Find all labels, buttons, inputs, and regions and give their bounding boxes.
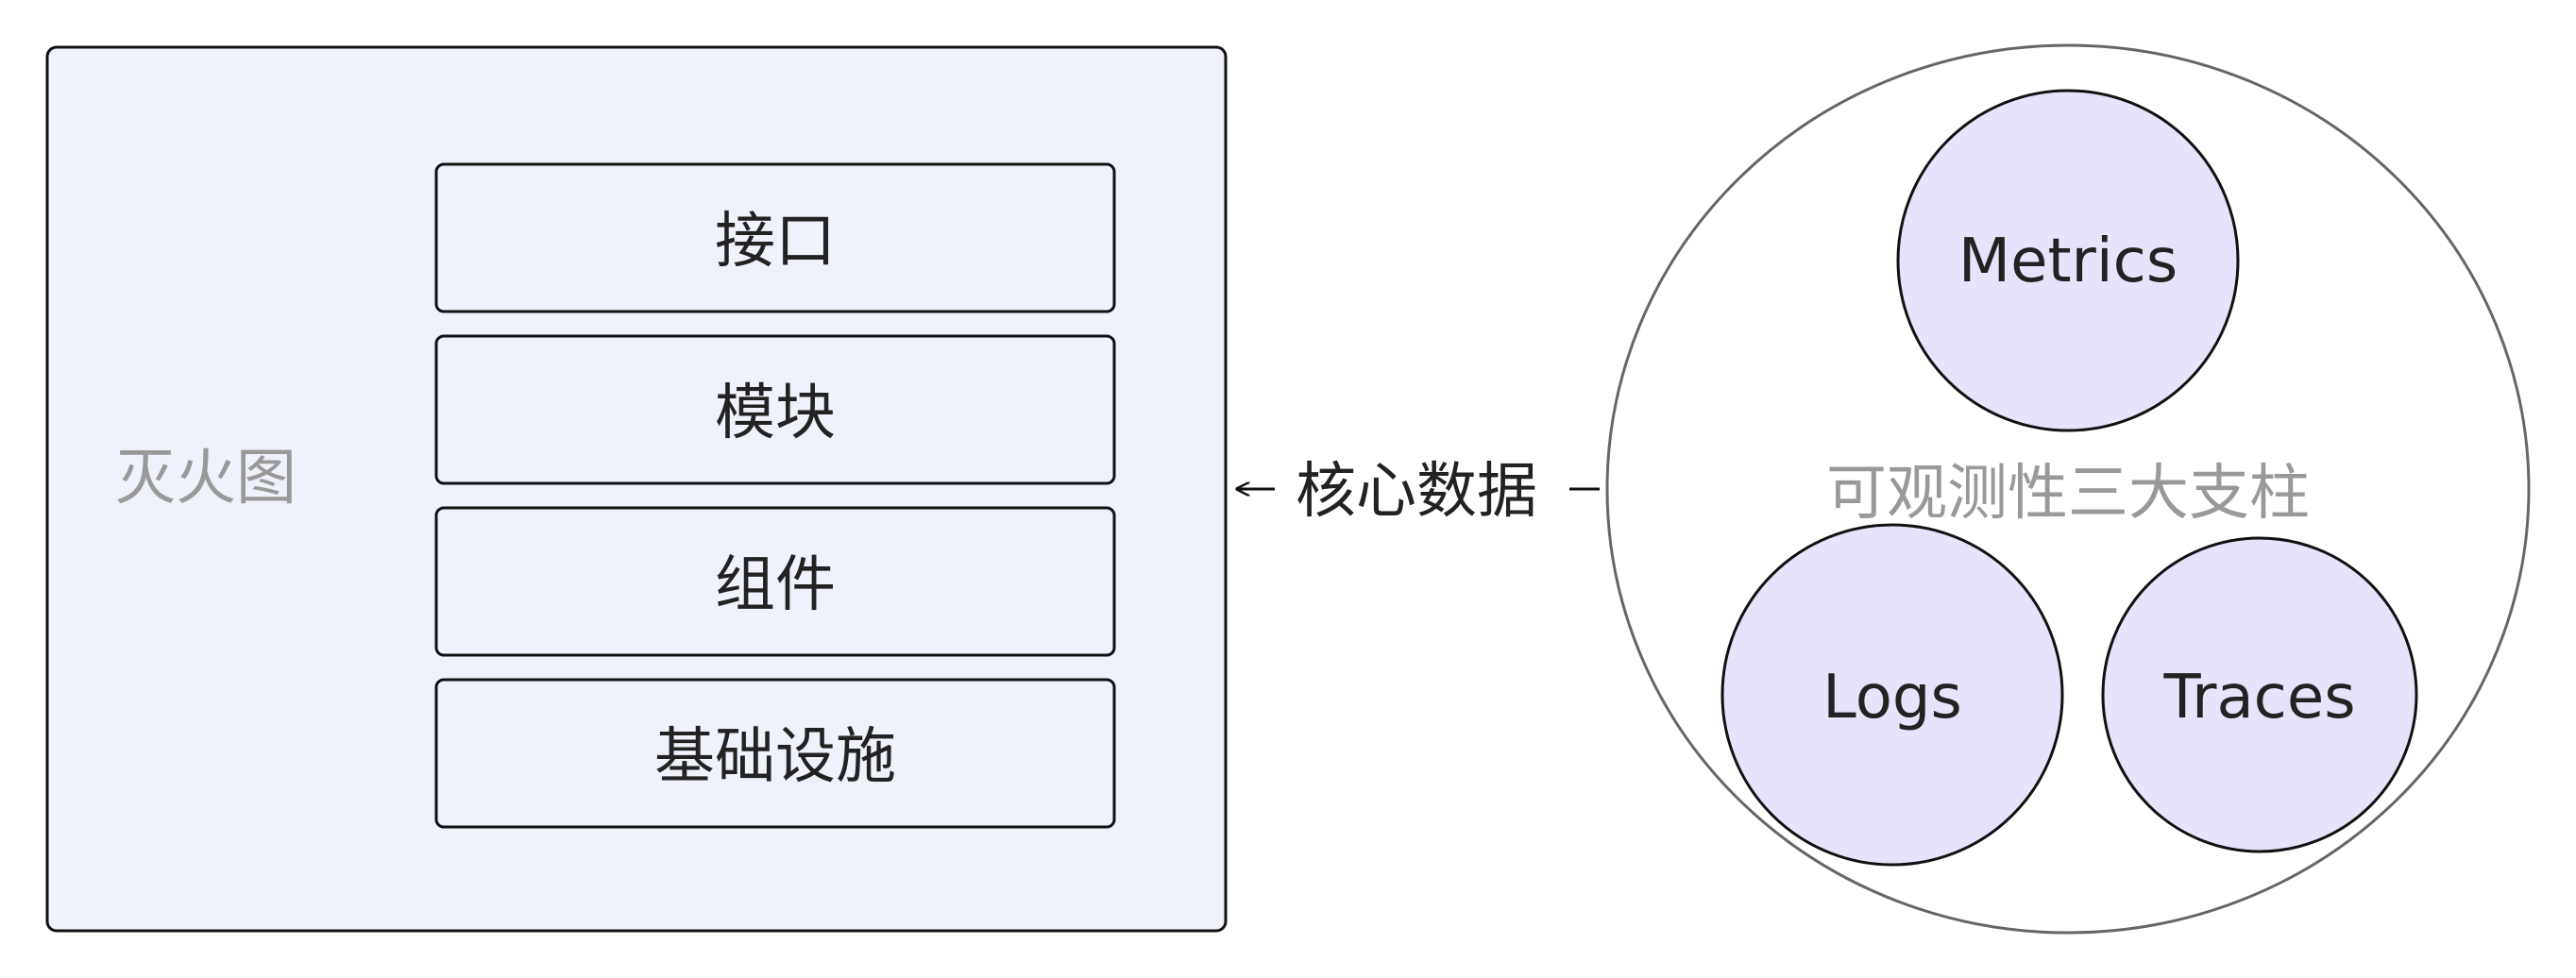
edge-label-core-data: 核心数据: [1296, 457, 1537, 527]
pillar-traces: Traces: [2101, 536, 2418, 853]
fire-map-group-label: 灭火图: [115, 444, 297, 514]
layer-label-module: 模块: [715, 379, 836, 448]
pillar-label-metrics: Metrics: [1958, 227, 2178, 296]
layer-label-infrastructure: 基础设施: [654, 722, 896, 792]
pillar-label-logs: Logs: [1822, 663, 1962, 733]
pillar-label-traces: Traces: [2162, 663, 2355, 733]
layer-label-interface: 接口: [715, 207, 836, 277]
layer-box-component: 组件: [434, 506, 1116, 657]
pillar-logs: Logs: [1720, 523, 2064, 867]
layer-label-component: 组件: [715, 550, 836, 620]
layer-box-interface: 接口: [434, 162, 1116, 313]
layer-box-infrastructure: 基础设施: [434, 678, 1116, 829]
pillars-group-label: 可观测性三大支柱: [1826, 459, 2310, 529]
pillar-metrics: Metrics: [1896, 89, 2240, 432]
layer-box-module: 模块: [434, 334, 1116, 485]
